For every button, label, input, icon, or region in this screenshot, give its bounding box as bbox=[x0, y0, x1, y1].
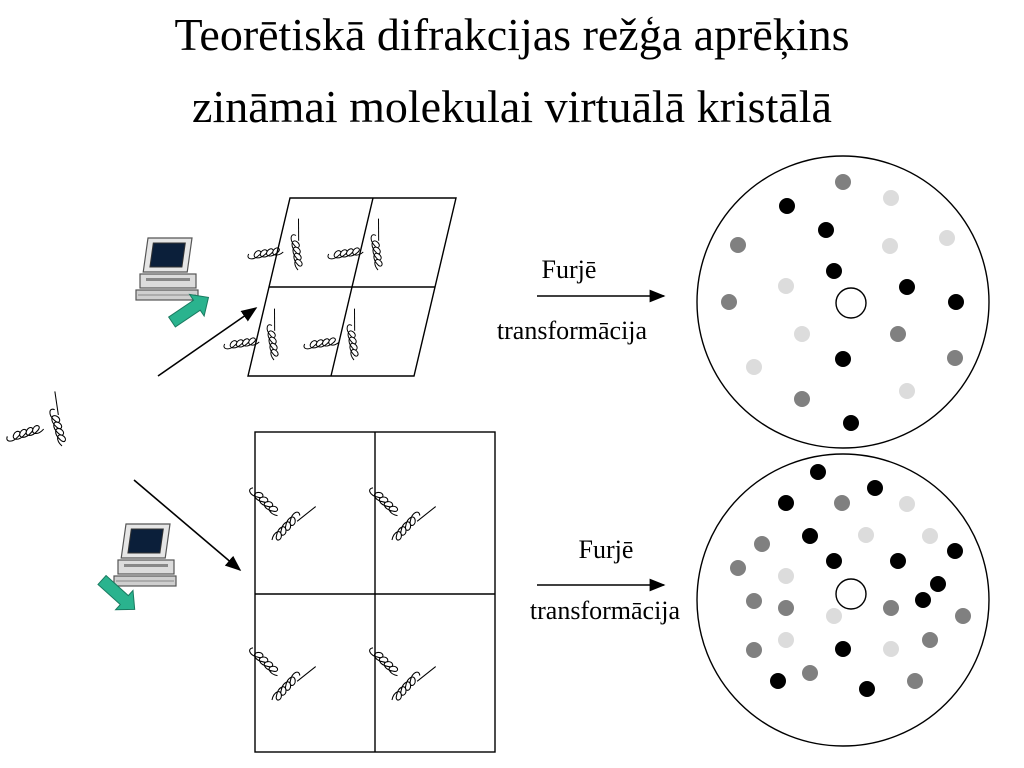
fourier-label-bottom-2: transformācija bbox=[530, 596, 681, 625]
computer-icon-top bbox=[135, 237, 199, 301]
diffraction-spot-dark bbox=[890, 553, 906, 569]
diffraction-spot-mid bbox=[746, 642, 762, 658]
diffraction-spot-light bbox=[939, 230, 955, 246]
central-beam-bottom bbox=[835, 578, 867, 610]
diffraction-spot-light bbox=[883, 641, 899, 657]
diffraction-spot-dark bbox=[778, 495, 794, 511]
diffraction-spot-mid bbox=[883, 600, 899, 616]
diffraction-spot-dark bbox=[802, 528, 818, 544]
diffraction-spot-dark bbox=[810, 464, 826, 480]
diffraction-spot-dark bbox=[867, 480, 883, 496]
slide-title-line-1: Teorētiskā difrakcijas režģa aprēķins bbox=[174, 9, 850, 60]
diffraction-spot-light bbox=[899, 383, 915, 399]
diffraction-spot-light bbox=[883, 190, 899, 206]
diffraction-pattern-bottom bbox=[696, 453, 990, 747]
diffraction-spot-light bbox=[746, 359, 762, 375]
diffraction-spot-light bbox=[826, 608, 842, 624]
green-arrow-icon-top bbox=[167, 293, 210, 328]
diffraction-spot-dark bbox=[948, 294, 964, 310]
central-beam-top bbox=[835, 287, 867, 319]
diffraction-spot-light bbox=[778, 568, 794, 584]
diffraction-spot-light bbox=[922, 528, 938, 544]
diffraction-spot-dark bbox=[947, 543, 963, 559]
fourier-label-bottom: Furjē bbox=[579, 535, 634, 564]
diffraction-spot-light bbox=[882, 238, 898, 254]
fourier-label-top-2: transformācija bbox=[497, 316, 648, 345]
source-molecule bbox=[6, 385, 73, 451]
diffraction-spot-mid bbox=[746, 593, 762, 609]
green-arrow-icon-bottom bbox=[97, 574, 136, 611]
fourier-label-top: Furjē bbox=[542, 255, 597, 284]
diffraction-spot-mid bbox=[890, 326, 906, 342]
diffraction-spot-dark bbox=[930, 576, 946, 592]
diffraction-spot-mid bbox=[730, 560, 746, 576]
diffraction-spot-dark bbox=[826, 553, 842, 569]
diffraction-spot-mid bbox=[721, 294, 737, 310]
diffraction-spot-mid bbox=[730, 237, 746, 253]
crystal-lattice-oblique bbox=[223, 197, 457, 377]
crystal-lattice-rectangular bbox=[249, 431, 496, 753]
diffraction-spot-dark bbox=[835, 351, 851, 367]
diffraction-spot-mid bbox=[802, 665, 818, 681]
diffraction-spot-dark bbox=[826, 263, 842, 279]
diffraction-spot-mid bbox=[947, 350, 963, 366]
diffraction-spot-dark bbox=[818, 222, 834, 238]
diffraction-spot-mid bbox=[834, 495, 850, 511]
diffraction-spot-light bbox=[858, 527, 874, 543]
arrow-to-crystal-top bbox=[157, 307, 258, 377]
diffraction-spot-mid bbox=[835, 174, 851, 190]
diffraction-spot-mid bbox=[907, 673, 923, 689]
diffraction-spot-mid bbox=[778, 600, 794, 616]
slide-title-line-2: zināmai molekulai virtuālā kristālā bbox=[192, 81, 832, 132]
diffraction-spot-mid bbox=[955, 608, 971, 624]
diffraction-spot-light bbox=[778, 632, 794, 648]
diffraction-spot-light bbox=[778, 278, 794, 294]
diffraction-pattern-top bbox=[696, 155, 990, 449]
diffraction-spot-mid bbox=[754, 536, 770, 552]
diffraction-spot-dark bbox=[779, 198, 795, 214]
diffraction-spot-light bbox=[794, 326, 810, 342]
diffraction-spot-mid bbox=[922, 632, 938, 648]
computer-icon-bottom bbox=[113, 523, 177, 587]
diffraction-spot-dark bbox=[915, 592, 931, 608]
diffraction-spot-dark bbox=[899, 279, 915, 295]
arrow-to-crystal-bottom bbox=[133, 479, 242, 572]
diffraction-spot-light bbox=[899, 496, 915, 512]
diffraction-spot-mid bbox=[794, 391, 810, 407]
diffraction-spot-dark bbox=[859, 681, 875, 697]
diffraction-spot-dark bbox=[835, 641, 851, 657]
diffraction-spot-dark bbox=[770, 673, 786, 689]
diffraction-spot-dark bbox=[843, 415, 859, 431]
